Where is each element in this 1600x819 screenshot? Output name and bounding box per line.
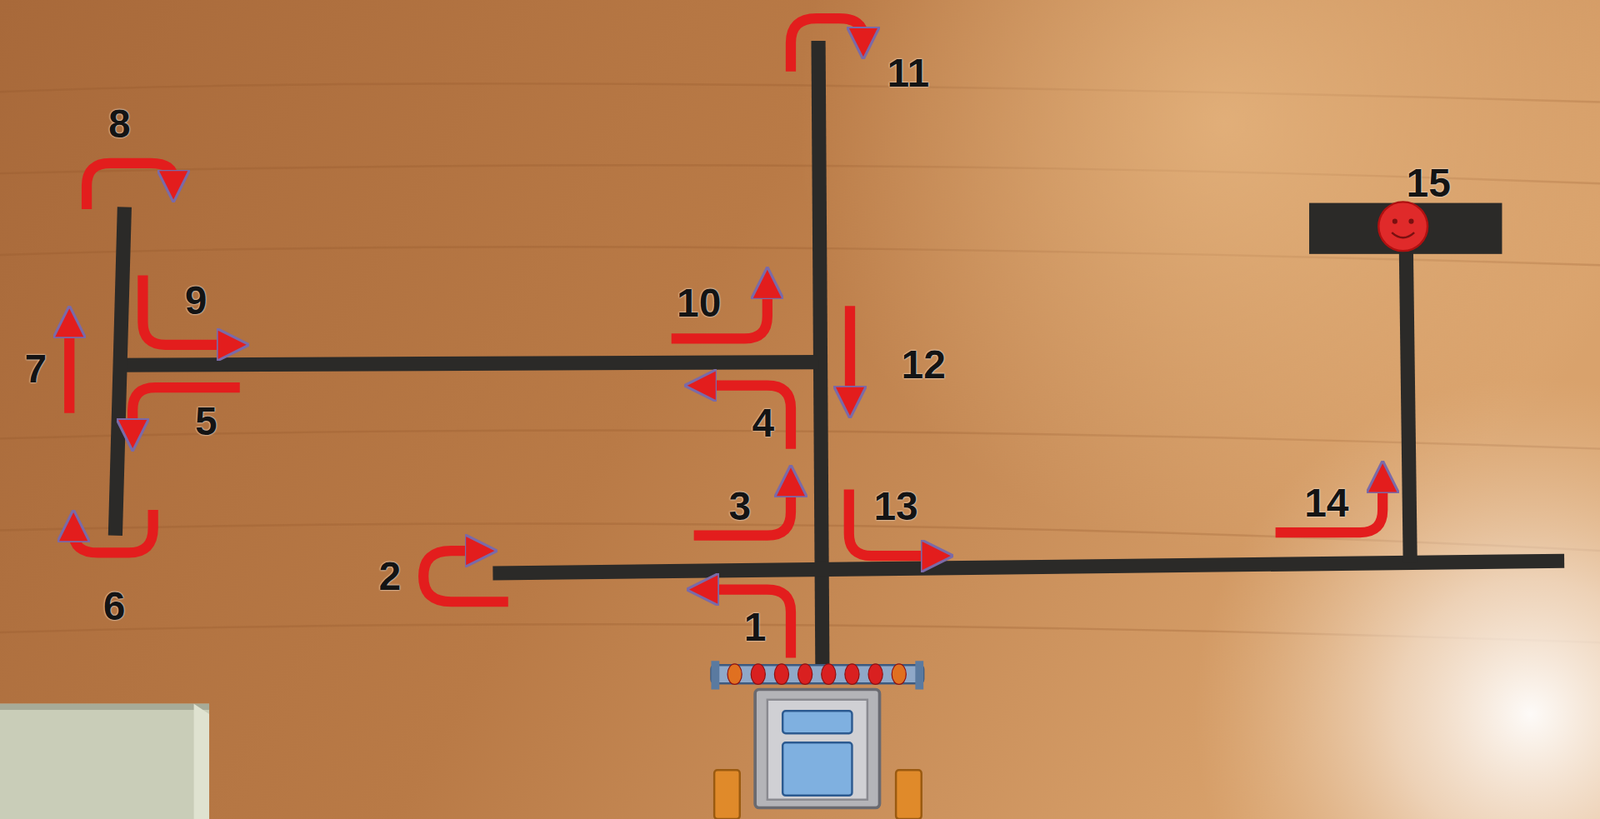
- robot: [710, 660, 924, 819]
- callout-number: 12: [900, 345, 945, 385]
- callout-number: 3: [728, 486, 751, 527]
- callout-number: 15: [1406, 163, 1451, 204]
- callout-number: 10: [676, 283, 721, 324]
- callout-number: 7: [24, 349, 47, 390]
- direction-arrows: [69, 18, 1383, 659]
- callout-number: 13: [873, 486, 918, 527]
- callout-number: 2: [378, 556, 401, 597]
- callout-number: 9: [185, 280, 208, 321]
- callout-number: 4: [752, 403, 775, 444]
- callout-number: 1: [744, 607, 767, 648]
- callout-number: 5: [195, 401, 218, 442]
- callout-number: 14: [1304, 483, 1349, 524]
- callout-number: 11: [886, 53, 930, 94]
- callout-number: 8: [108, 104, 131, 145]
- callout-number: 6: [103, 586, 126, 627]
